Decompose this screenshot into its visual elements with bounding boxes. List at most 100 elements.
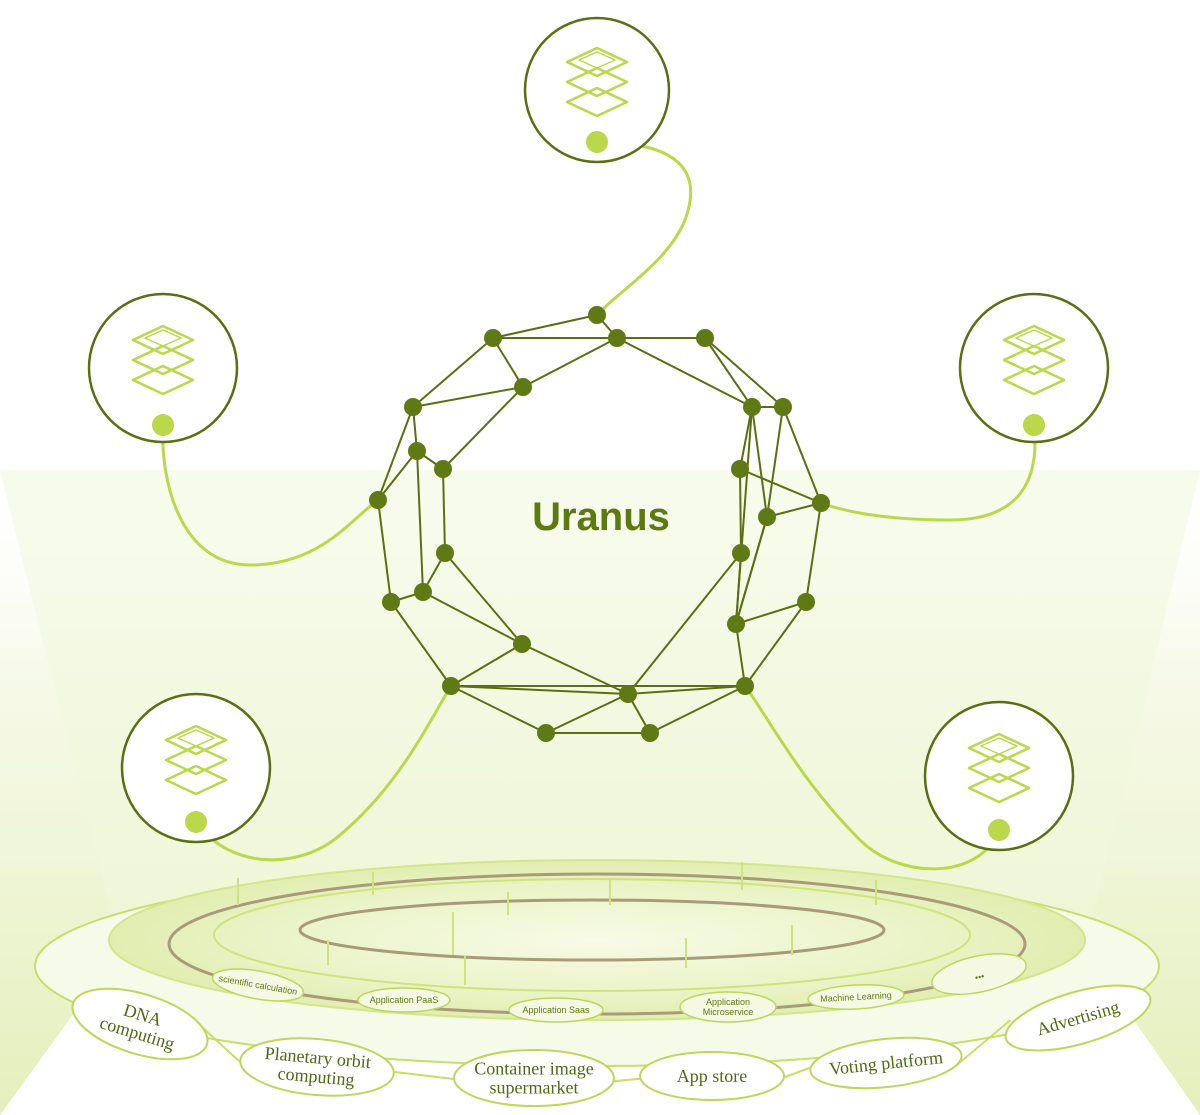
network-node bbox=[736, 677, 754, 695]
network-edge bbox=[492, 337, 524, 388]
network-edge bbox=[492, 314, 598, 339]
network-node bbox=[484, 329, 502, 347]
network-node bbox=[797, 593, 815, 611]
satellite-anchor-dot bbox=[185, 811, 207, 833]
network-node bbox=[758, 508, 776, 526]
network-node bbox=[743, 398, 761, 416]
outer-item-pill bbox=[239, 1037, 395, 1097]
network-edge bbox=[735, 601, 807, 625]
network-edge bbox=[735, 406, 753, 625]
inner-item-pill bbox=[679, 991, 777, 1023]
network-edge bbox=[377, 450, 418, 501]
network-edge bbox=[444, 552, 523, 645]
network-edge bbox=[390, 601, 452, 687]
network-edge bbox=[450, 643, 523, 687]
outer-item-pill bbox=[639, 1051, 785, 1101]
network-edge bbox=[739, 468, 742, 554]
network-edge bbox=[377, 406, 414, 501]
connector-bottom-right bbox=[743, 685, 1001, 871]
network-node bbox=[619, 685, 637, 703]
platform-ticks bbox=[237, 862, 877, 985]
inner-item-ml: Machine Learning bbox=[807, 984, 905, 1010]
network-edge bbox=[649, 685, 746, 734]
inner-item-label: Microservice bbox=[703, 1007, 754, 1017]
satellites bbox=[87, 16, 1110, 852]
connector-top bbox=[595, 140, 693, 317]
outer-item-voting: Voting platform bbox=[809, 1036, 963, 1090]
satellite-circle bbox=[120, 692, 272, 844]
network-node bbox=[732, 544, 750, 562]
network-node bbox=[382, 593, 400, 611]
network-node bbox=[774, 398, 792, 416]
outer-item-label: App store bbox=[677, 1066, 748, 1086]
satellite-left bbox=[87, 292, 239, 444]
inner-item-pill bbox=[357, 987, 451, 1013]
outer-item-pill bbox=[453, 1049, 615, 1107]
connector-left bbox=[161, 424, 379, 567]
layers-icon bbox=[164, 724, 228, 796]
network-edge bbox=[766, 406, 784, 518]
satellite-anchor-dot bbox=[988, 819, 1010, 841]
inner-item-label: Application PaaS bbox=[370, 995, 439, 1005]
inner-item-label: ••• bbox=[974, 971, 985, 983]
inner-item-pill bbox=[211, 968, 305, 1002]
satellite-right bbox=[958, 292, 1110, 444]
network-node bbox=[513, 635, 531, 653]
network-node bbox=[514, 378, 532, 396]
network-edge bbox=[735, 516, 768, 625]
network-edge bbox=[744, 601, 807, 687]
network-edge bbox=[782, 406, 822, 504]
platform-inner-ring bbox=[213, 878, 971, 992]
connector-bottom-left bbox=[194, 685, 453, 862]
inner-item-paas: Application PaaS bbox=[357, 987, 451, 1013]
network-node bbox=[641, 724, 659, 742]
network-edge bbox=[545, 693, 629, 734]
network-node bbox=[369, 491, 387, 509]
outer-ring-link bbox=[953, 1019, 1012, 1068]
inner-item-saas: Application Saas bbox=[508, 997, 604, 1023]
inner-item-label: Machine Learning bbox=[820, 990, 892, 1004]
satellite-top bbox=[523, 16, 671, 164]
inner-item-pill bbox=[508, 997, 604, 1023]
layers-icon bbox=[131, 324, 195, 396]
network-edge bbox=[377, 499, 392, 603]
satellite-anchor-dot bbox=[586, 131, 608, 153]
inner-item-label: Application bbox=[706, 997, 750, 1007]
network-edge bbox=[751, 406, 768, 518]
inner-item-pill bbox=[931, 953, 1027, 995]
network-edge bbox=[616, 337, 753, 408]
network-node bbox=[588, 306, 606, 324]
network-edge bbox=[442, 468, 446, 554]
network-edge bbox=[735, 623, 746, 687]
satellite-bottom-right bbox=[923, 700, 1075, 852]
inner-item-label: Application Saas bbox=[522, 1005, 590, 1015]
platform bbox=[34, 859, 1160, 1083]
network-node bbox=[436, 544, 454, 562]
network-edge bbox=[412, 337, 494, 408]
network-node bbox=[608, 329, 626, 347]
network-node bbox=[404, 398, 422, 416]
network-edge bbox=[422, 591, 523, 645]
inner-item-more: ••• bbox=[931, 953, 1027, 995]
inner-item-scientific: scientific calculation bbox=[211, 968, 305, 1002]
network-edge bbox=[627, 685, 746, 695]
network-edge bbox=[766, 502, 822, 518]
outer-item-label: supermarket bbox=[490, 1078, 579, 1098]
satellite-circle bbox=[523, 16, 671, 164]
satellite-connectors bbox=[161, 140, 1037, 871]
inner-item-pill bbox=[807, 984, 905, 1010]
network-edge bbox=[805, 502, 822, 603]
satellite-circle bbox=[87, 292, 239, 444]
network-node bbox=[442, 677, 460, 695]
network-edge bbox=[704, 337, 784, 408]
network-edge bbox=[704, 337, 753, 408]
center-title: Uranus bbox=[532, 495, 670, 539]
layers-icon bbox=[967, 732, 1031, 804]
network-node bbox=[731, 460, 749, 478]
